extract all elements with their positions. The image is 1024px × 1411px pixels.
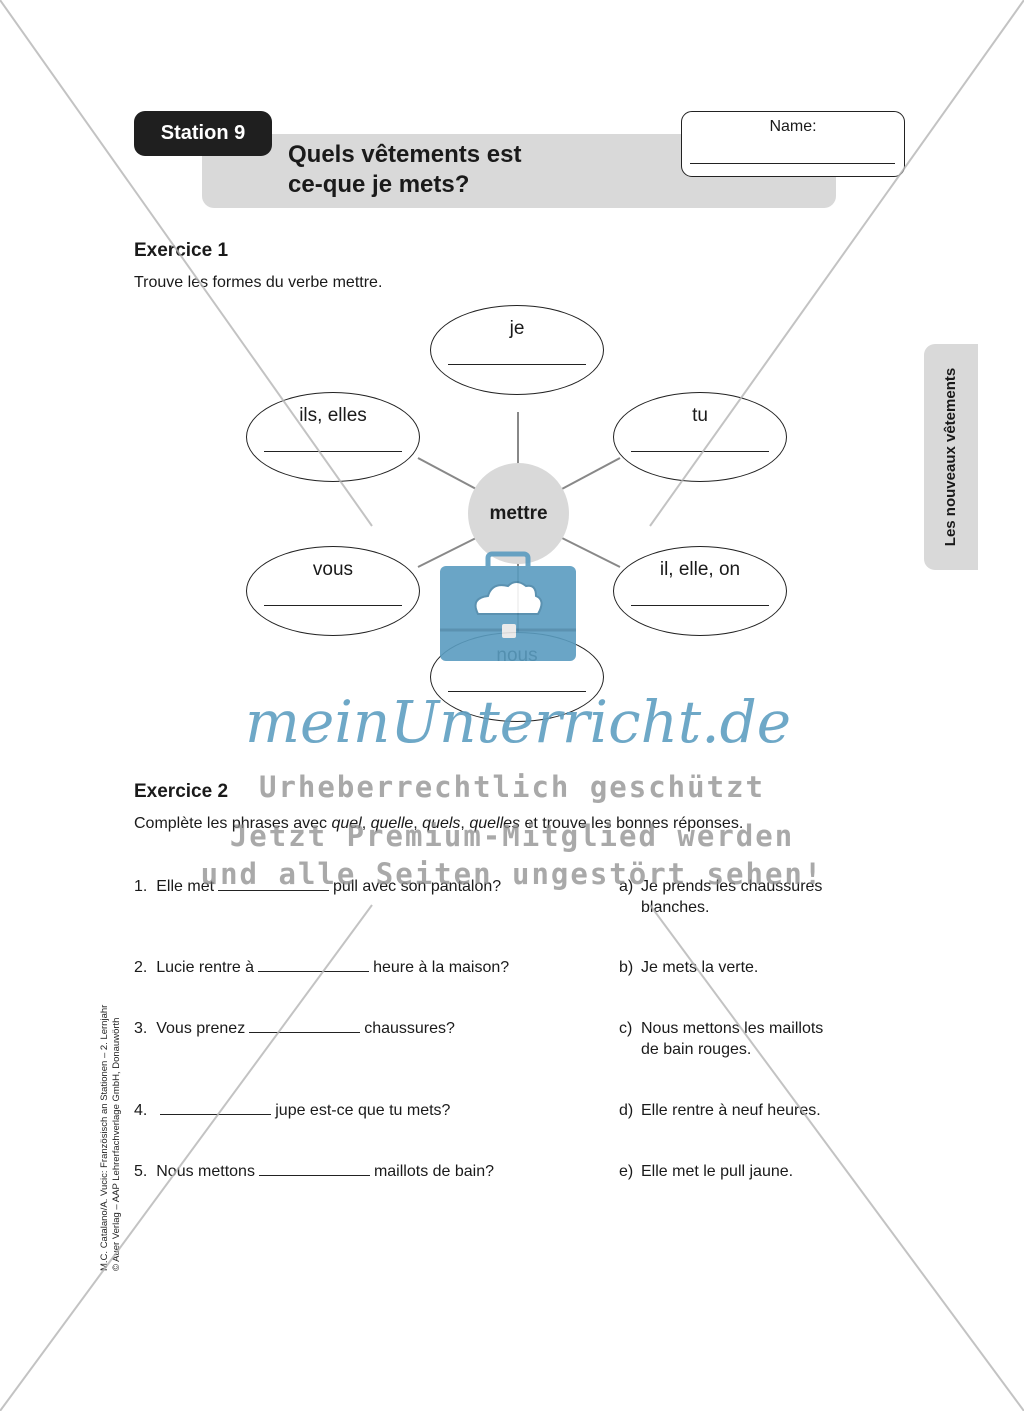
word-quelle: quelle (370, 815, 414, 832)
exercise-1-title: Exercice 1 (134, 240, 229, 261)
label-il-elle-on: il, elle, on (659, 559, 741, 580)
watermark-diagonal-3 (0, 904, 373, 1411)
page-title-line-1: Quels vêtements est (288, 141, 522, 168)
watermark-line-2: Jetzt Premium-Mitglied werden (229, 819, 795, 853)
word-quelles: quelles (469, 815, 521, 832)
name-label: Name: (769, 118, 817, 135)
connector-vous (417, 537, 477, 568)
ellipse-ils-elles: ils, elles (246, 392, 420, 482)
word-quel: quel (331, 815, 362, 832)
answer-line-il-elle-on[interactable] (631, 605, 769, 606)
cloud-icon (474, 581, 543, 615)
blank-5[interactable] (258, 1161, 370, 1176)
mindmap-center: mettre (468, 463, 569, 564)
name-write-line[interactable] (690, 163, 895, 164)
watermark-diagonal-4 (649, 904, 1024, 1411)
ellipse-je: je (430, 305, 604, 395)
side-tab (924, 344, 978, 570)
word-quels: quels (422, 815, 461, 832)
watermark-logo: meinUnterricht.de (245, 688, 792, 756)
answer-line-ils-elles[interactable] (264, 451, 402, 452)
watermark-line-1: Urheberrechtlich geschützt (259, 770, 765, 804)
answer-line-je[interactable] (448, 364, 586, 365)
label-ils-elles: ils, elles (299, 405, 367, 426)
page-title: Quels vêtements est ce-que je mets? (288, 140, 521, 200)
exercise-2-title: Exercice 2 (134, 781, 229, 802)
label-vous: vous (312, 559, 354, 580)
sentence-4: 4. jupe est-ce que tu mets? (134, 1100, 451, 1119)
watermark-line-3: und alle Seiten ungestört sehen! (200, 857, 824, 891)
connector-ils (417, 457, 479, 491)
watermark-diagonal-1 (0, 0, 373, 527)
connector-il (561, 537, 621, 568)
blank-2[interactable] (258, 957, 370, 972)
label-je: je (509, 318, 525, 339)
answer-line-nous[interactable] (448, 691, 586, 692)
name-box: Name: (681, 111, 905, 177)
answer-line-vous[interactable] (264, 605, 402, 606)
ellipse-il-elle-on: il, elle, on (613, 546, 787, 636)
blank-4[interactable] (160, 1100, 272, 1115)
station-badge: Station 9 (134, 111, 272, 156)
label-tu: tu (692, 405, 708, 426)
answer-c: c) Nous mettons les maillots de bain rou… (619, 1020, 824, 1058)
ellipse-vous: vous (246, 546, 420, 636)
ellipse-tu: tu (613, 392, 787, 482)
answer-e: e) Elle met le pull jaune. (619, 1163, 794, 1180)
briefcase-icon (440, 551, 576, 661)
page-title-line-2: ce-que je mets? (288, 171, 470, 198)
connector-tu (559, 457, 621, 491)
answer-line-tu[interactable] (631, 451, 769, 452)
blank-3[interactable] (249, 1018, 361, 1033)
blank-1[interactable] (218, 876, 330, 891)
answer-a: a) Je prends les chaussures blanches. (619, 878, 823, 916)
watermark-diagonal-2 (649, 0, 1024, 527)
answer-d: d) Elle rentre à neuf heures. (619, 1102, 821, 1119)
exercise-2-instruction: Complète les phrases avec quel, quelle, … (134, 815, 744, 832)
answer-b: b) Je mets la verte. (619, 959, 759, 976)
